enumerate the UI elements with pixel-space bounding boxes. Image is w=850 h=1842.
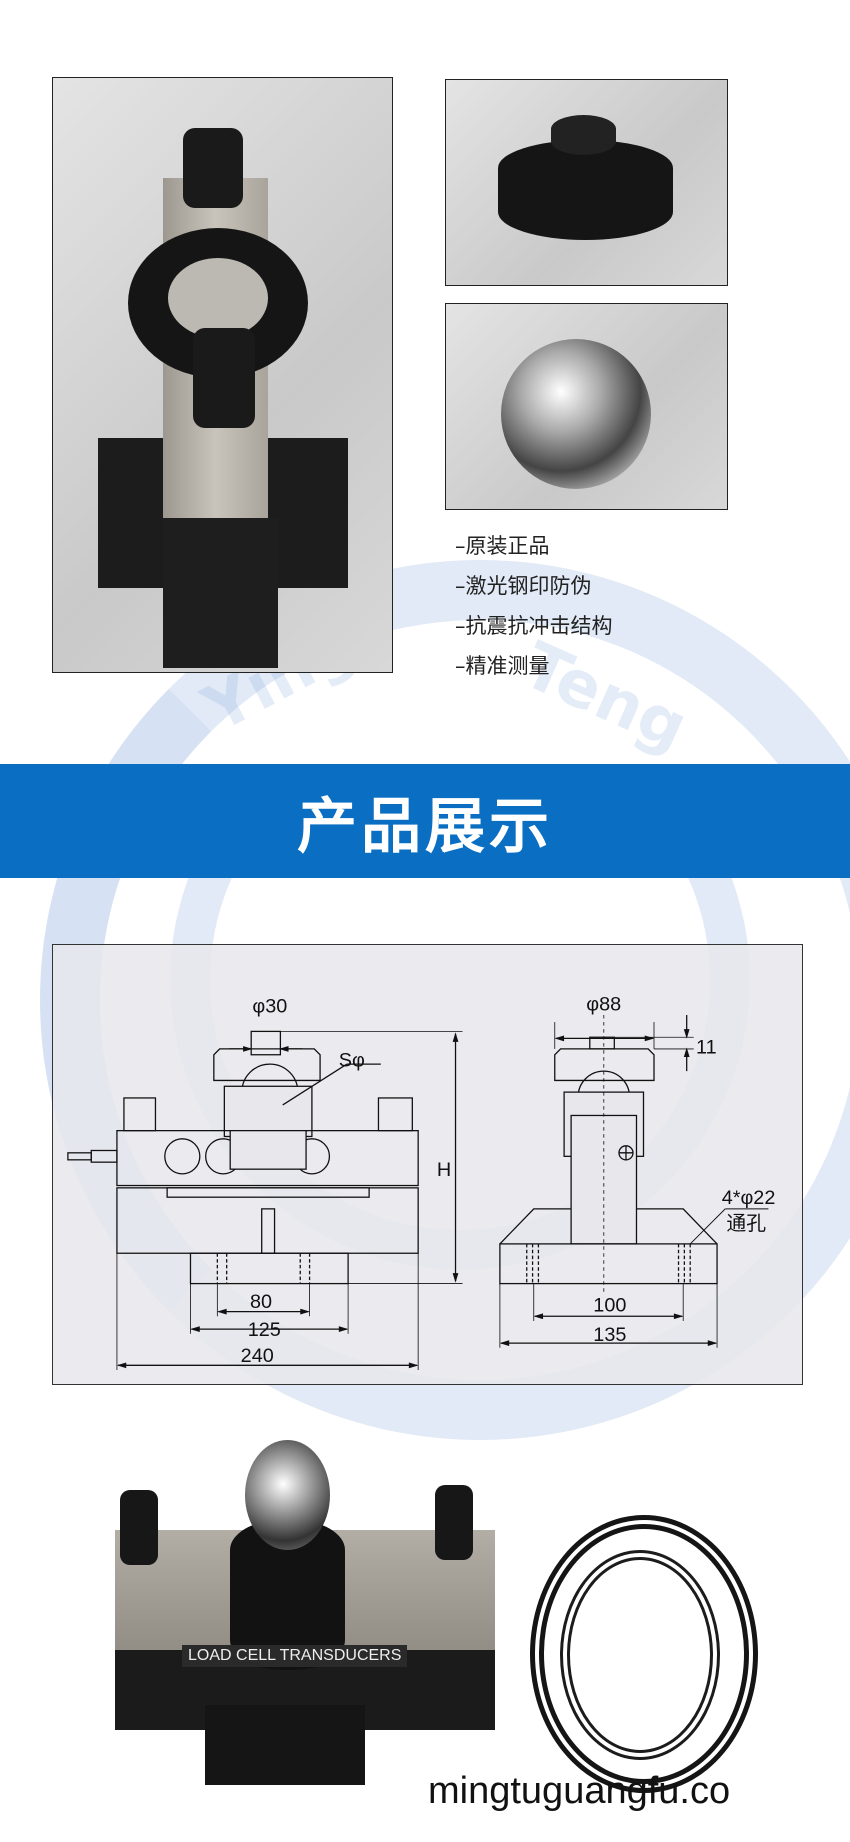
steel-ball-photo [445,303,728,510]
rubber-pad-photo [445,79,728,286]
dimension-drawing: φ30 Sφ H 80 125 240 φ88 11 4*φ22 通孔 100 … [52,944,803,1385]
side-view [499,1015,769,1348]
feature-item: –抗震抗冲击结构 [455,614,613,638]
dim-135: 135 [593,1324,626,1346]
dim-phi30: φ30 [252,996,287,1018]
dim-holes: 4*φ22 [722,1187,776,1209]
dim-sphi: Sφ [339,1049,365,1071]
dim-height: H [437,1159,451,1181]
section-title: 产品展示 [297,791,553,862]
load-cell-product-photo: LOAD CELL TRANSDUCERS [110,1440,770,1793]
load-cell-top-photo [52,77,393,673]
feature-item: –原装正品 [455,534,550,558]
site-watermark: mingtuguangfu.co [428,1770,731,1812]
dim-125: 125 [248,1319,281,1341]
dim-240: 240 [241,1345,274,1367]
feature-item: –精准测量 [455,654,550,678]
section-banner: 产品展示 [0,764,850,878]
dim-11: 11 [696,1037,717,1059]
dim-holes-note: 通孔 [726,1213,766,1235]
dim-phi88: φ88 [586,993,621,1015]
feature-item: –激光钢印防伪 [455,574,592,598]
dim-80: 80 [250,1291,272,1313]
dim-100: 100 [593,1295,626,1317]
product-label: LOAD CELL TRANSDUCERS [182,1645,408,1667]
front-view [67,1030,463,1370]
